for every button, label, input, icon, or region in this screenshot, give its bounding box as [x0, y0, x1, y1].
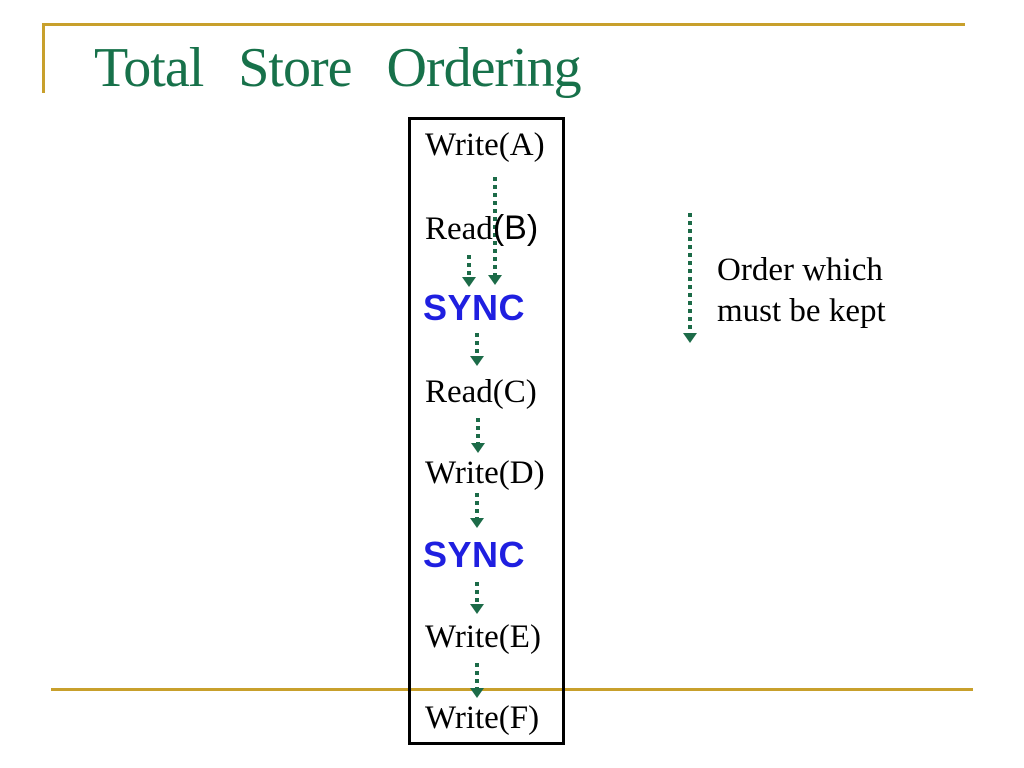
arrow-head: [470, 688, 484, 698]
arrow-head: [462, 277, 476, 287]
arrow-shaft: [467, 255, 471, 277]
arrow-head: [683, 333, 697, 343]
arrow-head: [470, 604, 484, 614]
flow-arrow-write-e-to-write-f-icon: [470, 663, 484, 698]
arrow-shaft: [475, 582, 479, 604]
legend-line1: Order which: [717, 252, 883, 288]
sequence-box: [408, 117, 565, 745]
sequence-item-write-f: Write(F): [425, 700, 540, 736]
sequence-item-sync-1: SYNC: [423, 287, 526, 328]
arrow-shaft: [475, 333, 479, 356]
title-border-left-rule: [42, 23, 45, 93]
arrow-shaft: [476, 418, 480, 443]
arrow-shaft: [475, 493, 479, 518]
legend-arrow-icon: [683, 213, 697, 343]
sequence-item-read-b-label: Read: [425, 211, 493, 247]
flow-arrow-write-a-to-sync-icon: [488, 177, 502, 285]
page-title: Total Store Ordering: [94, 37, 582, 99]
arrow-shaft: [475, 663, 479, 688]
sequence-item-write-a: Write(A): [425, 127, 545, 163]
sequence-item-sync-2: SYNC: [423, 534, 526, 575]
arrow-head: [470, 518, 484, 528]
sequence-item-read-c: Read(C): [425, 374, 537, 410]
arrow-shaft: [688, 213, 692, 333]
arrow-head: [488, 275, 502, 285]
sequence-item-write-d: Write(D): [425, 455, 545, 491]
arrow-head: [470, 356, 484, 366]
footer-rule: [51, 688, 973, 691]
legend-line2: must be kept: [717, 293, 886, 329]
flow-arrow-read-b-to-sync-icon: [462, 255, 476, 287]
flow-arrow-write-d-to-sync-icon: [470, 493, 484, 528]
flow-arrow-read-c-to-write-d-icon: [471, 418, 485, 453]
arrow-shaft: [493, 177, 497, 275]
sequence-item-read-b: Read(B): [425, 208, 538, 248]
arrow-head: [471, 443, 485, 453]
flow-arrow-sync-to-read-c-icon: [470, 333, 484, 366]
legend-label: Order which must be kept: [717, 250, 886, 332]
sequence-item-read-b-operand: (B): [492, 209, 539, 247]
title-border-top-rule: [42, 23, 965, 26]
flow-arrow-sync-to-write-e-icon: [470, 582, 484, 614]
sequence-item-write-e: Write(E): [425, 619, 541, 655]
